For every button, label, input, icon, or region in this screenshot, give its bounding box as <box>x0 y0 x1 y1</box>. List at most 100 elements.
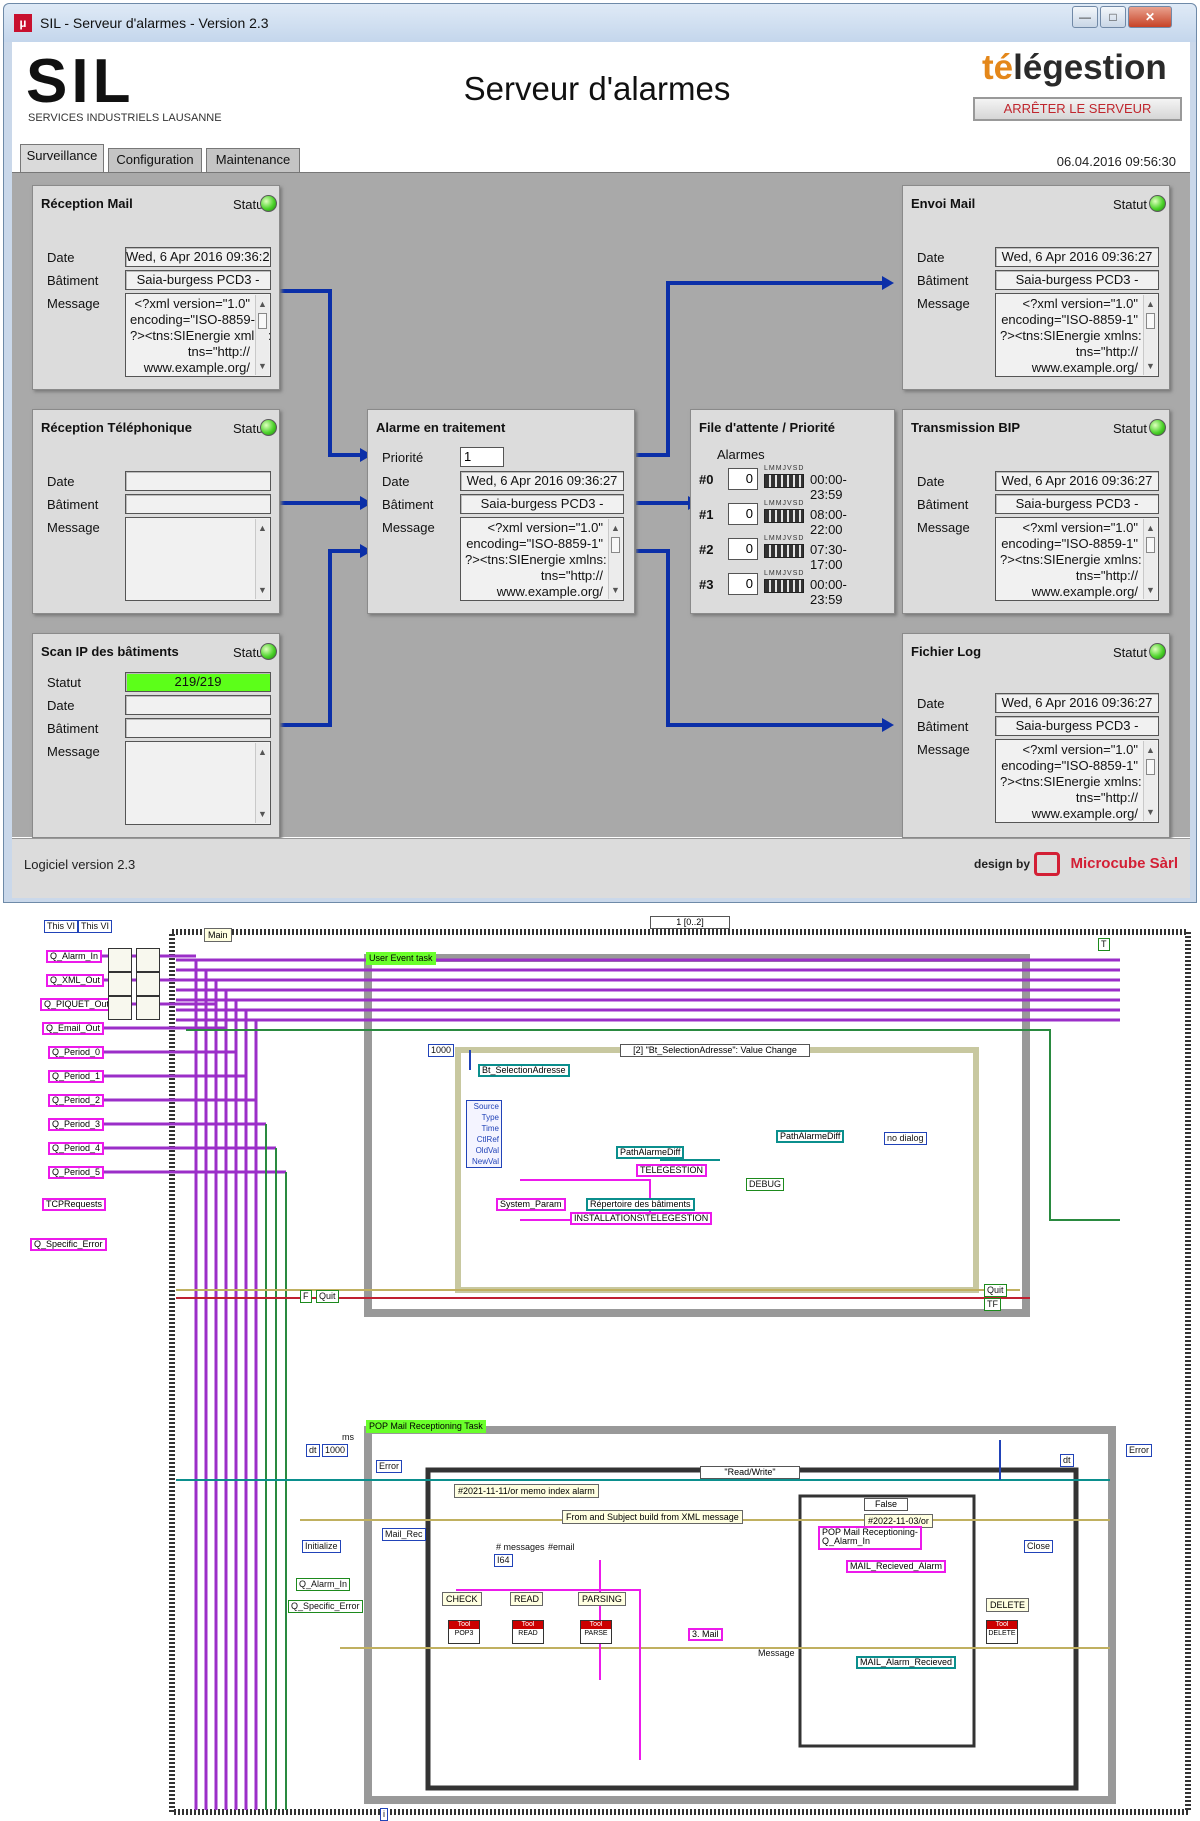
date-field: Wed, 6 Apr 2016 09:36:27 <box>995 247 1159 267</box>
flow-arrows <box>280 276 894 732</box>
day-selector[interactable] <box>764 509 804 523</box>
queue-ref: Q_Period_5 <box>48 1166 105 1179</box>
message-label: Message <box>47 296 100 311</box>
stop-server-button[interactable]: ARRÊTER LE SERVEUR <box>973 97 1182 121</box>
event-case-selector[interactable]: [2] "Bt_SelectionAdresse": Value Change <box>620 1044 810 1057</box>
day-selector[interactable] <box>764 474 804 488</box>
mail-alarm-recieved: MAIL_Alarm_Recieved <box>856 1656 957 1669</box>
panel-title: Envoi Mail <box>911 196 976 211</box>
panel-title: File d'attente / Priorité <box>699 420 836 435</box>
message-scrollbar[interactable]: ▲▼ <box>1143 519 1157 599</box>
date-field: Wed, 6 Apr 2016 09:36:27 <box>460 471 624 491</box>
message-field[interactable]: <?xml version="1.0" encoding="ISO-8859-1… <box>460 517 624 601</box>
dt-right: dt <box>1060 1454 1074 1467</box>
message-field[interactable]: ▲▼ <box>125 741 271 825</box>
message-label: Message <box>917 296 970 311</box>
initialize-enum[interactable]: Initialize <box>302 1540 341 1553</box>
microcube-logo-icon <box>1034 852 1060 876</box>
batiment-label: Bâtiment <box>47 273 99 288</box>
status-led-icon <box>1149 419 1166 436</box>
current-datetime: 06.04.2016 09:56:30 <box>1056 154 1176 169</box>
message-label: Message <box>47 744 100 759</box>
message-field[interactable]: <?xml version="1.0" encoding="ISO-8859-1… <box>995 739 1159 823</box>
close-enum[interactable]: Close <box>1024 1540 1054 1553</box>
date-field <box>125 471 271 491</box>
alarmes-label: Alarmes <box>717 447 765 462</box>
mail-rec-ref: Mail_Rec <box>382 1528 426 1541</box>
message-field[interactable]: <?xml version="1.0" encoding="ISO-8859-1… <box>995 293 1159 377</box>
batiment-label: Bâtiment <box>382 497 434 512</box>
delete-label: DELETE <box>986 1598 1030 1612</box>
message-scrollbar[interactable]: ▲▼ <box>255 519 269 599</box>
message-field[interactable]: <?xml version="1.0" encoding="ISO-8859-1… <box>995 517 1159 601</box>
queue-ref: Q_Period_4 <box>48 1142 105 1155</box>
telegestion-logo: télégestion <box>982 48 1167 87</box>
error-indicator: Error <box>1126 1444 1152 1457</box>
date-label: Date <box>47 698 75 713</box>
message-label: Message <box>917 520 970 535</box>
batiment-label: Bâtiment <box>917 719 969 734</box>
batiment-field: Saia-burgess PCD3 - <box>995 716 1159 736</box>
q-alarm-in-wire: Q_Alarm_In <box>296 1578 351 1591</box>
error-cluster: Error <box>376 1460 402 1473</box>
telegestion-constant: TELEGESTION <box>636 1164 708 1177</box>
microcube-logo: Microcube Sàrl <box>1070 855 1178 872</box>
queue-vi-icon <box>108 948 132 972</box>
message-scrollbar[interactable]: ▲▼ <box>1143 741 1157 821</box>
panel-scan-ip: Scan IP des bâtiments Statut Statut 219/… <box>32 633 280 838</box>
queue-ref: Q_Email_Out <box>42 1022 105 1035</box>
sil-logo: SIL <box>26 47 135 116</box>
sequence-selector[interactable]: 1 [0..2] <box>650 916 730 929</box>
pop-task-label: POP Mail Receptioning Task <box>366 1420 486 1433</box>
statut-label: Statut <box>47 675 81 690</box>
queue-ref: Q_PIQUET_Out <box>40 998 114 1011</box>
date-field: Wed, 6 Apr 2016 09:36:27 <box>125 247 271 267</box>
tab-surveillance[interactable]: Surveillance <box>20 144 104 172</box>
surveillance-panel: Réception Mail Statut Date Wed, 6 Apr 20… <box>12 172 1190 838</box>
status-label: Statut <box>1113 197 1147 212</box>
maximize-button[interactable]: □ <box>1100 6 1126 28</box>
queue-row: #0 0 LMMJVSD 00:00-23:59 <box>699 465 847 502</box>
day-selector[interactable] <box>764 544 804 558</box>
panel-transmission-bip: Transmission BIP Statut Date Wed, 6 Apr … <box>902 409 1170 614</box>
q-specific-error-wire: Q_Specific_Error <box>288 1600 363 1613</box>
tab-maintenance[interactable]: Maintenance <box>206 148 300 172</box>
ms-label: ms <box>342 1432 354 1442</box>
installations-path: INSTALLATIONS\TELEGESTION <box>570 1212 713 1225</box>
dt-value[interactable]: 1000 <box>322 1444 349 1457</box>
batiment-field: Saia-burgess PCD3 - <box>995 270 1159 290</box>
dt-input[interactable]: dt <box>306 1444 320 1457</box>
quit-control[interactable]: Quit <box>316 1290 339 1303</box>
comment-from-subject: From and Subject build from XML message <box>562 1510 743 1524</box>
no-dialog-enum[interactable]: no dialog <box>884 1132 927 1145</box>
message-field[interactable]: <?xml version="1.0" encoding="ISO-8859-1… <box>125 293 271 377</box>
batiment-field <box>125 494 271 514</box>
read-write-selector[interactable]: "Read/Write" <box>700 1466 800 1479</box>
message-label: Message <box>917 742 970 757</box>
minimize-button[interactable]: — <box>1072 6 1098 28</box>
false-case-selector[interactable]: False <box>864 1498 908 1511</box>
message-scrollbar[interactable]: ▲▼ <box>1143 295 1157 375</box>
message-scrollbar[interactable]: ▲▼ <box>255 295 269 375</box>
close-button[interactable]: ✕ <box>1128 6 1172 28</box>
message-scrollbar[interactable]: ▲▼ <box>255 743 269 823</box>
message-field[interactable]: ▲▼ <box>125 517 271 601</box>
tab-configuration[interactable]: Configuration <box>108 148 202 172</box>
this-vi-ref-2: This VI <box>78 920 113 933</box>
panel-file-attente: File d'attente / Priorité Alarmes #0 0 L… <box>690 409 895 614</box>
queue-row: #2 0 LMMJVSD 07:30-17:00 <box>699 535 847 572</box>
window-title: SIL - Serveur d'alarmes - Version 2.3 <box>40 15 269 31</box>
day-selector[interactable] <box>764 579 804 593</box>
pop-mail-queue-label: POP Mail Receptioning- Q_Alarm_In <box>818 1526 922 1550</box>
queue-vi-icon <box>108 972 132 996</box>
date-field <box>125 695 271 715</box>
batiment-label: Bâtiment <box>917 497 969 512</box>
message-scrollbar[interactable]: ▲▼ <box>608 519 622 599</box>
block-diagram: This VI This VI Main 1 [0..2] Q_Alarm_In… <box>0 916 1200 1821</box>
client-area: SIL SERVICES INDUSTRIELS LAUSANNE Serveu… <box>12 42 1190 898</box>
queue-ref: Q_Period_3 <box>48 1118 105 1131</box>
status-led-icon <box>1149 643 1166 660</box>
i64-indicator: I64 <box>494 1554 513 1567</box>
